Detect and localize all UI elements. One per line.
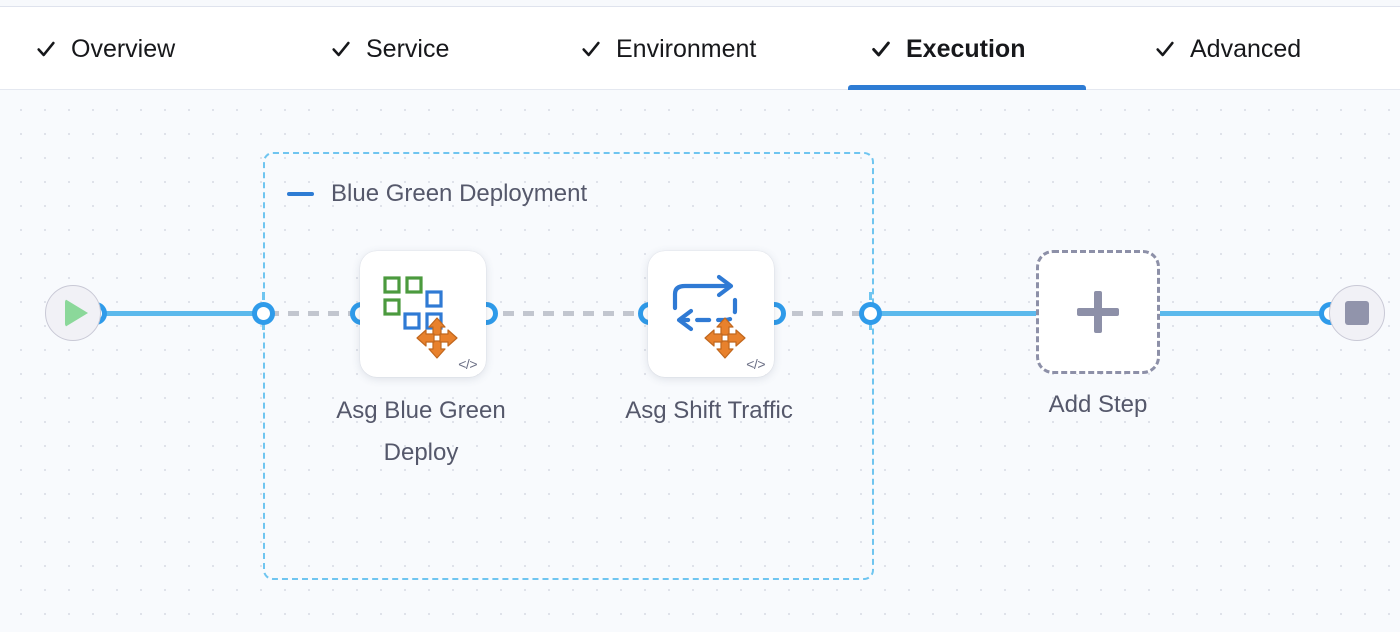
asg-shift-traffic-icon xyxy=(672,274,746,359)
check-icon xyxy=(872,41,890,57)
check-icon xyxy=(37,41,55,57)
code-icon: </> xyxy=(746,356,765,372)
link-start-to-group xyxy=(93,311,268,316)
tab-label: Overview xyxy=(71,34,176,63)
stage-group-blue-green-deployment[interactable]: Blue Green Deployment xyxy=(263,152,874,580)
tab-advanced[interactable]: Advanced xyxy=(1152,8,1332,90)
tab-service[interactable]: Service xyxy=(328,8,478,90)
pipeline-start-node[interactable] xyxy=(45,285,101,341)
add-step-button[interactable] xyxy=(1036,250,1160,374)
step-node-asg-blue-green-deploy[interactable]: </> xyxy=(360,251,486,377)
plus-icon xyxy=(1077,291,1119,333)
link-add-step-to-end xyxy=(1155,311,1335,316)
step-label-asg-blue-green-deploy: Asg Blue Green Deploy xyxy=(336,397,506,466)
minus-icon[interactable] xyxy=(287,192,314,196)
step-node-asg-shift-traffic[interactable]: </> xyxy=(648,251,774,377)
tab-label: Advanced xyxy=(1190,34,1302,63)
stage-group-header[interactable]: Blue Green Deployment xyxy=(287,180,587,208)
check-icon xyxy=(1156,41,1174,57)
tab-environment[interactable]: Environment xyxy=(578,8,791,90)
connector-ring-group-entry[interactable] xyxy=(252,302,275,325)
code-icon: </> xyxy=(458,356,477,372)
pipeline-end-node[interactable] xyxy=(1329,285,1385,341)
add-step-label[interactable]: Add Step xyxy=(1048,391,1148,418)
check-icon xyxy=(332,41,350,57)
tab-label: Execution xyxy=(906,34,1026,63)
link-group-entry xyxy=(268,311,366,316)
connector-ring-group-exit[interactable] xyxy=(859,302,882,325)
link-step1-to-step2 xyxy=(483,311,653,316)
tab-overview[interactable]: Overview xyxy=(33,8,213,90)
pipeline-tab-bar: Overview Service Environment Execution A xyxy=(0,8,1400,90)
top-strip xyxy=(0,0,1400,7)
asg-blue-green-deploy-icon xyxy=(383,276,458,359)
pipeline-canvas[interactable]: Blue Green Deployment xyxy=(0,90,1400,632)
active-tab-indicator xyxy=(848,85,1086,90)
link-step2-to-exit xyxy=(772,311,874,316)
tab-execution[interactable]: Execution xyxy=(868,8,1052,90)
stop-icon xyxy=(1345,301,1369,325)
check-icon xyxy=(582,41,600,57)
link-group-to-add-step xyxy=(870,311,1042,316)
step-label-asg-shift-traffic: Asg Shift Traffic xyxy=(625,397,793,424)
tab-label: Environment xyxy=(616,34,757,63)
tab-label: Service xyxy=(366,34,450,63)
stage-group-title: Blue Green Deployment xyxy=(331,180,588,207)
play-icon xyxy=(65,299,88,327)
